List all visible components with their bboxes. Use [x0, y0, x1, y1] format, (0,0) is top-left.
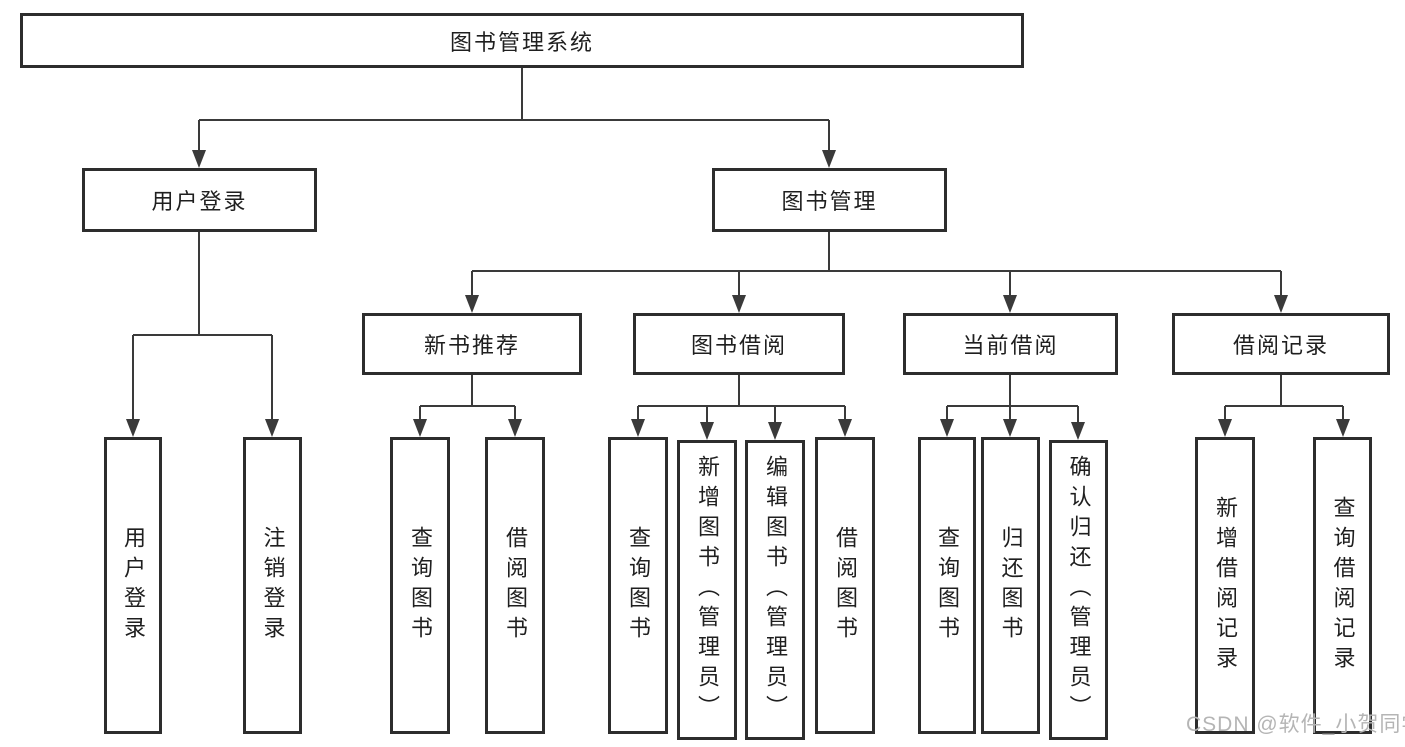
leaf-query-borrow-record: 查询借阅记录: [1313, 437, 1372, 734]
leaf-borrow-books-borrowing: 借阅图书: [815, 437, 875, 734]
leaf-query-books-newbook: 查询图书: [390, 437, 450, 734]
node-user-login: 用户登录: [82, 168, 317, 232]
node-root: 图书管理系统: [20, 13, 1024, 68]
node-new-book-recommend: 新书推荐: [362, 313, 582, 375]
leaf-user-login: 用户登录: [104, 437, 162, 734]
node-book-borrowing: 图书借阅: [633, 313, 845, 375]
watermark-text: CSDN @软件_小贺同学: [1186, 713, 1405, 736]
leaf-add-books-admin: 新增图书（管理员）: [677, 440, 737, 740]
leaf-add-borrow-record: 新增借阅记录: [1195, 437, 1255, 734]
arrowheads: [126, 150, 1350, 440]
node-borrow-records: 借阅记录: [1172, 313, 1390, 375]
leaf-logout-login: 注销登录: [243, 437, 302, 734]
leaf-edit-books-admin: 编辑图书（管理员）: [745, 440, 805, 740]
leaf-confirm-return-admin: 确认归还（管理员）: [1049, 440, 1108, 740]
connector-lines: [132, 68, 1344, 423]
leaf-borrow-books-newbook: 借阅图书: [485, 437, 545, 734]
leaf-query-books-borrowing: 查询图书: [608, 437, 668, 734]
leaf-query-books-current: 查询图书: [918, 437, 976, 734]
node-book-management: 图书管理: [712, 168, 947, 232]
leaf-return-books: 归还图书: [981, 437, 1040, 734]
node-current-borrowing: 当前借阅: [903, 313, 1118, 375]
